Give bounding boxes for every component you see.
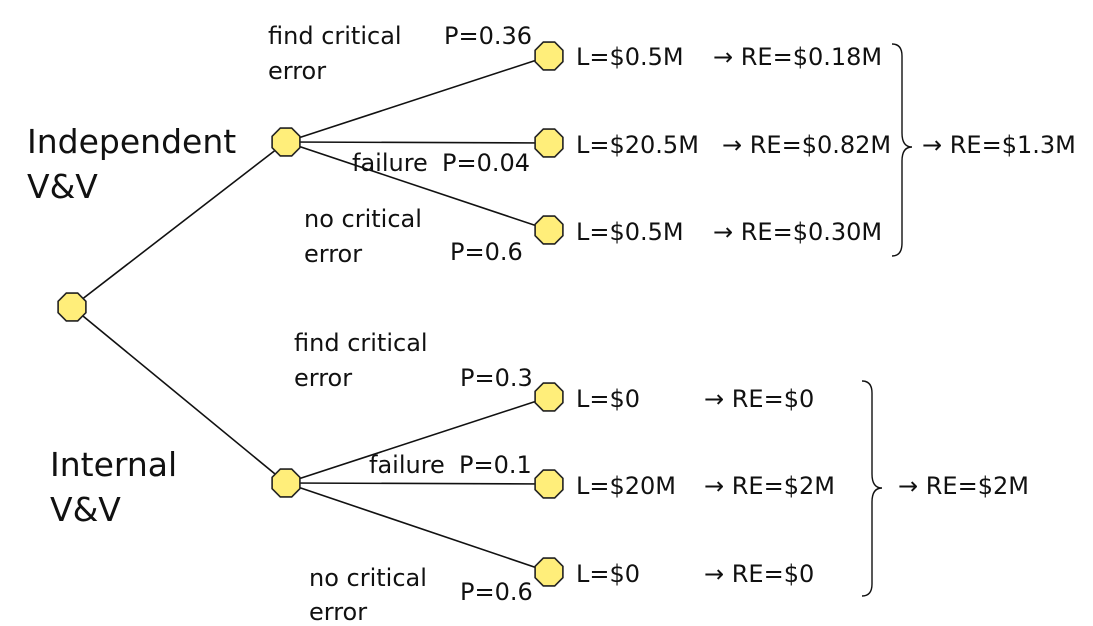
internal-nocritical-probability: P=0.6 <box>460 578 533 606</box>
internal-brace <box>861 380 883 597</box>
internal-failure-outcome-node <box>534 469 564 499</box>
internal-nocritical-outcome-node <box>534 557 564 587</box>
independent-find-event-line2: error <box>268 57 326 85</box>
internal-node <box>271 468 301 498</box>
edge-independent-find <box>285 55 550 143</box>
independent-title-line1: Independent <box>27 122 236 161</box>
internal-nocritical-loss: L=$0 <box>576 560 640 588</box>
independent-find-probability: P=0.36 <box>444 22 532 50</box>
internal-nocritical-event-line1: no critical <box>309 564 427 592</box>
independent-nocritical-event-line1: no critical <box>304 205 422 233</box>
tree-nodes <box>57 41 564 587</box>
edge-independent-failure <box>285 141 550 144</box>
edge-internal-nocritical <box>285 482 550 573</box>
independent-nocritical-probability: P=0.6 <box>450 238 523 266</box>
internal-total-re: → RE=$2M <box>898 472 1029 500</box>
independent-failure-loss: L=$20.5M <box>576 131 699 159</box>
root-node <box>57 292 87 322</box>
independent-node <box>271 127 301 157</box>
edge-root-internal <box>71 306 287 484</box>
internal-failure-re: → RE=$2M <box>704 472 835 500</box>
internal-title-line2: V&V <box>50 490 121 529</box>
independent-brace <box>891 43 913 257</box>
independent-failure-outcome-node <box>534 128 564 158</box>
internal-find-loss: L=$0 <box>576 385 640 413</box>
internal-find-re: → RE=$0 <box>704 385 814 413</box>
internal-failure-loss: L=$20M <box>576 472 676 500</box>
edge-internal-find <box>285 396 550 484</box>
independent-find-loss: L=$0.5M <box>576 43 684 71</box>
independent-find-outcome-node <box>534 41 564 71</box>
independent-find-re: → RE=$0.18M <box>713 43 882 71</box>
internal-find-event-line2: error <box>294 364 352 392</box>
independent-nocritical-loss: L=$0.5M <box>576 218 684 246</box>
internal-find-outcome-node <box>534 382 564 412</box>
internal-find-event-line1: find critical <box>294 329 428 357</box>
edge-internal-failure <box>285 482 550 485</box>
independent-nocritical-outcome-node <box>534 215 564 245</box>
internal-nocritical-event-line2: error <box>309 598 367 626</box>
independent-total-re: → RE=$1.3M <box>922 131 1076 159</box>
independent-find-event-line1: find critical <box>268 22 402 50</box>
internal-title-line1: Internal <box>50 445 177 484</box>
tree-edges <box>71 55 550 573</box>
internal-failure-event: failure <box>369 451 445 479</box>
independent-nocritical-re: → RE=$0.30M <box>713 218 882 246</box>
independent-failure-re: → RE=$0.82M <box>722 131 891 159</box>
independent-title-line2: V&V <box>27 167 98 206</box>
internal-failure-probability: P=0.1 <box>459 451 532 479</box>
edge-root-independent <box>71 141 287 308</box>
independent-failure-event: failure <box>352 149 428 177</box>
independent-failure-probability: P=0.04 <box>442 149 530 177</box>
internal-nocritical-re: → RE=$0 <box>704 560 814 588</box>
independent-nocritical-event-line2: error <box>304 240 362 268</box>
internal-find-probability: P=0.3 <box>460 364 533 392</box>
edge-independent-nocritical <box>285 141 550 231</box>
